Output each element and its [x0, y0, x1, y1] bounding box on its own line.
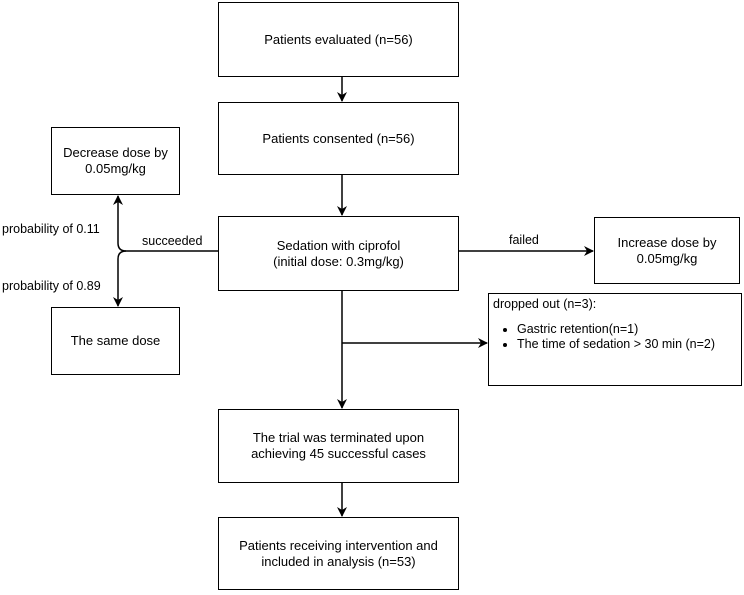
trial-terminated-box: The trial was terminated upon achieving … [218, 409, 459, 483]
sedation-box: Sedation with ciprofol (initial dose: 0.… [218, 216, 459, 291]
same-dose-box: The same dose [51, 307, 180, 375]
failed-label: failed [509, 233, 539, 247]
decrease-dose-box: Decrease dose by 0.05mg/kg [51, 127, 180, 195]
terminated-text-line1: The trial was terminated upon [252, 430, 425, 445]
increase-text-line2: 0.05mg/kg [636, 250, 698, 266]
patients-evaluated-box: Patients evaluated (n=56) [218, 2, 459, 77]
decrease-text-line2: 0.05mg/kg [85, 161, 146, 176]
connector-same-dose [113, 250, 127, 307]
patients-consented-text: Patients consented (n=56) [262, 130, 415, 146]
succeeded-label: succeeded [142, 234, 203, 248]
terminated-text-line2: achieving 45 successful cases [251, 446, 426, 461]
decrease-text-line1: Decrease dose by [63, 145, 168, 160]
sedation-text-line2: (initial dose: 0.3mg/kg) [273, 253, 404, 269]
analysis-text-line1: Patients receiving intervention and [239, 537, 438, 553]
patients-consented-box: Patients consented (n=56) [218, 102, 459, 175]
increase-dose-box: Increase dose by 0.05mg/kg [594, 217, 740, 284]
dropout-item: The time of sedation > 30 min (n=2) [517, 337, 737, 352]
dropout-item: Gastric retention(n=1) [517, 322, 737, 337]
analysis-text-line2: included in analysis (n=53) [261, 553, 416, 569]
dropout-list: Gastric retention(n=1) The time of sedat… [493, 322, 737, 352]
same-dose-text: The same dose [70, 333, 161, 348]
increase-text-line1: Increase dose by [617, 234, 717, 250]
probability-same-label: probability of 0.89 [2, 279, 101, 293]
patients-evaluated-text: Patients evaluated (n=56) [264, 31, 413, 47]
analysis-box: Patients receiving intervention and incl… [218, 517, 459, 590]
dropout-title: dropped out (n=3): [493, 297, 597, 311]
sedation-text-line1: Sedation with ciprofol [276, 237, 401, 253]
dropout-box: dropped out (n=3): Gastric retention(n=1… [488, 293, 742, 386]
probability-decrease-label: probability of 0.11 [2, 222, 100, 236]
